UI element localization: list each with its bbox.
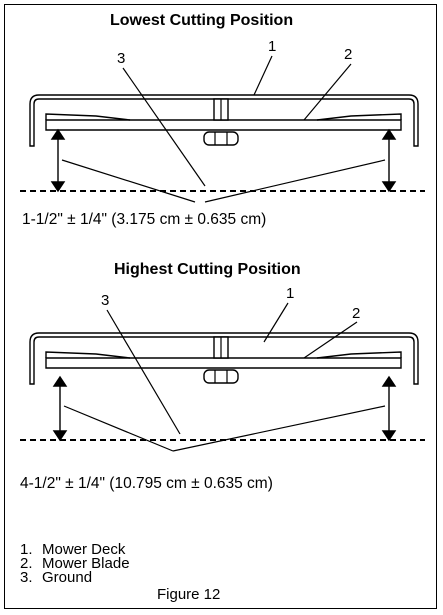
panel-1-leader-lines [62, 56, 385, 202]
panel-2-measurement: 4-1/2" ± 1/4" (10.795 cm ± 0.635 cm) [20, 475, 273, 492]
figure-caption: Figure 12 [157, 586, 221, 603]
panel-2-leader-lines [64, 303, 385, 451]
panel-2-callout-deck: 1 [286, 285, 295, 302]
legend-list: 1.Mower Deck 2.Mower Blade 3.Ground [20, 541, 130, 586]
panel-1-mower-deck [29, 94, 419, 147]
panel-2-mower-deck [29, 332, 419, 385]
legend-item: 2.Mower Blade [20, 555, 130, 572]
panel-2-height-arrow-right [383, 377, 395, 440]
panel-1-callout-blade: 2 [344, 46, 353, 63]
panel-2-title: Highest Cutting Position [114, 261, 301, 278]
panel-1-height-arrow-right [383, 130, 395, 191]
panel-1-callout-deck: 1 [268, 38, 277, 55]
figure-frame [4, 4, 437, 609]
panel-1-title: Lowest Cutting Position [110, 12, 294, 29]
panel-1-callout-ground: 3 [117, 50, 126, 67]
legend-item: 3.Ground [20, 569, 93, 586]
panel-2-callout-blade: 2 [352, 305, 361, 322]
panel-2-callout-ground: 3 [101, 292, 110, 309]
panel-1-height-arrow-left [52, 130, 64, 191]
panel-2-height-arrow-left [54, 377, 66, 440]
panel-1-measurement: 1-1/2" ± 1/4" (3.175 cm ± 0.635 cm) [22, 211, 267, 228]
legend-item: 1.Mower Deck [20, 541, 126, 558]
